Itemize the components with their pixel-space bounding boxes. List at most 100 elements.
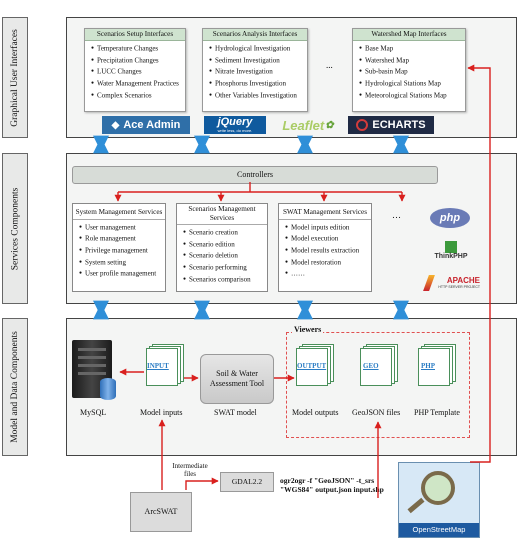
swat-management-box: SWAT Management Services Model inputs ed… — [278, 203, 372, 292]
scenarios-analysis-box: Scenarios Analysis Interfaces Hydrologic… — [202, 28, 308, 112]
map-item: Hydrological Stations Map — [359, 78, 465, 90]
openstreetmap-label: OpenStreetMap — [399, 523, 479, 537]
echarts-text: ECHARTS — [372, 119, 426, 131]
openstreetmap-magnifier-icon — [421, 471, 455, 505]
swat-model-caption: SWAT model — [214, 408, 257, 417]
scenarios-management-title: Scenarios Management Services — [177, 204, 267, 225]
system-item: Role management — [79, 233, 165, 245]
analysis-item: Nitrate Investigation — [209, 66, 307, 78]
leaflet-logo: Leaflet ✿ — [278, 116, 338, 134]
controllers-arrows — [114, 182, 406, 202]
system-item: Privilege management — [79, 245, 165, 257]
scenario-item: Scenario edition — [183, 239, 267, 251]
map-item: Base Map — [359, 43, 465, 55]
server-slot — [78, 356, 106, 359]
swat-tool-box: Soil & Water Assessment Tool — [200, 354, 274, 404]
geojson-icon — [360, 344, 398, 386]
leaflet-text: Leaflet — [282, 117, 325, 133]
apache-subtext: HTTP SERVER PROJECT — [438, 285, 480, 289]
setup-item: Complex Scenarios — [91, 90, 185, 102]
server-slot — [78, 348, 106, 351]
map-item: Sub-basin Map — [359, 66, 465, 78]
jquery-text: jQuery — [217, 116, 253, 128]
model-inputs-icon — [146, 344, 184, 386]
map-item: Meteorological Stations Map — [359, 90, 465, 102]
scenarios-analysis-title: Scenarios Analysis Interfaces — [203, 29, 307, 41]
gui-services-arrows — [93, 135, 409, 154]
scenarios-management-box: Scenarios Management Services Scenario c… — [176, 203, 268, 292]
scenario-item: Scenario creation — [183, 227, 267, 239]
server-slot — [78, 372, 106, 375]
red-arrow — [185, 477, 219, 490]
analysis-item: Sediment Investigation — [209, 55, 307, 67]
ace-admin-logo: ◆ Ace Admin — [102, 116, 190, 134]
ace-admin-text: Ace Admin — [123, 119, 181, 131]
echarts-logo: ECHARTS — [348, 116, 434, 134]
mysql-caption: MySQL — [80, 408, 107, 417]
swat-item: Model results extraction — [285, 245, 371, 257]
jquery-logo: jQuery write less, do more. — [204, 116, 266, 134]
php-logo-text: php — [439, 212, 461, 224]
thinkphp-icon — [445, 240, 457, 253]
ace-admin-icon: ◆ — [111, 119, 120, 131]
server-slot — [78, 364, 106, 367]
model-arrows — [119, 64, 491, 498]
arcswat-box: ArcSWAT — [130, 492, 192, 532]
scenario-item: Scenarios comparison — [183, 274, 267, 286]
scenarios-setup-title: Scenarios Setup Interfaces — [85, 29, 185, 41]
system-item: User management — [79, 222, 165, 234]
services-layer-label: Services Components — [2, 153, 28, 304]
analysis-item: Other Variables Investigation — [209, 90, 307, 102]
swat-management-title: SWAT Management Services — [279, 204, 371, 220]
php-template-caption: PHP Template — [414, 408, 460, 417]
red-arrow — [467, 64, 491, 463]
gui-ellipsis: ... — [326, 60, 333, 70]
php-tag: PHP — [421, 362, 435, 370]
model-outputs-icon — [296, 344, 334, 386]
gdal-box: GDAL2.2 — [220, 472, 274, 492]
setup-item: Water Management Practices — [91, 78, 185, 90]
watershed-map-box: Watershed Map Interfaces Base Map Waters… — [352, 28, 466, 112]
arcswat-label: ArcSWAT — [144, 507, 178, 516]
controllers-label: Controllers — [237, 170, 273, 179]
model-panel — [66, 318, 517, 456]
system-management-title: System Management Services — [73, 204, 165, 220]
services-model-arrows — [93, 300, 409, 320]
gui-layer-label: Graphical User Interfaces — [2, 17, 28, 138]
setup-item: Precipitation Changes — [91, 55, 185, 67]
scenarios-setup-box: Scenarios Setup Interfaces Temperature C… — [84, 28, 186, 112]
thinkphp-logo: ThinkPHP — [426, 237, 476, 263]
swat-item: Model inputs edition — [285, 222, 371, 234]
openstreetmap-box: OpenStreetMap — [398, 462, 480, 538]
swat-tool-label: Soil & Water Assessment Tool — [209, 369, 265, 388]
analysis-item: Phosphorus Investigation — [209, 78, 307, 90]
system-item: User profile management — [79, 268, 165, 280]
map-item: Watershed Map — [359, 55, 465, 67]
swat-item: Model restoration — [285, 257, 371, 269]
model-inputs-caption: Model inputs — [140, 408, 183, 417]
setup-item: Temperature Changes — [91, 43, 185, 55]
swat-item: …… — [285, 268, 371, 280]
model-outputs-caption: Model outputs — [292, 408, 339, 417]
echarts-icon — [356, 119, 369, 131]
watershed-map-title: Watershed Map Interfaces — [353, 29, 465, 41]
apache-logo: APACHE HTTP SERVER PROJECT — [423, 272, 480, 294]
scenario-item: Scenario performing — [183, 262, 267, 274]
controllers-bar: Controllers — [72, 166, 438, 184]
geo-tag: GEO — [363, 362, 379, 370]
system-item: System setting — [79, 257, 165, 269]
apache-text: APACHE — [446, 276, 480, 285]
scenario-item: Scenario deletion — [183, 250, 267, 262]
analysis-item: Hydrological Investigation — [209, 43, 307, 55]
gdal-label: GDAL2.2 — [231, 477, 263, 486]
setup-item: LUCC Changes — [91, 66, 185, 78]
thinkphp-text: ThinkPHP — [434, 252, 468, 260]
geojson-caption: GeoJSON files — [352, 408, 401, 417]
intermediate-files-label: Intermediate files — [172, 462, 208, 478]
system-management-box: System Management Services User manageme… — [72, 203, 166, 292]
model-layer-label: Model and Data Components — [2, 318, 28, 456]
input-tag: INPUT — [147, 362, 169, 370]
swat-item: Model execution — [285, 233, 371, 245]
services-ellipsis: … — [392, 210, 401, 220]
